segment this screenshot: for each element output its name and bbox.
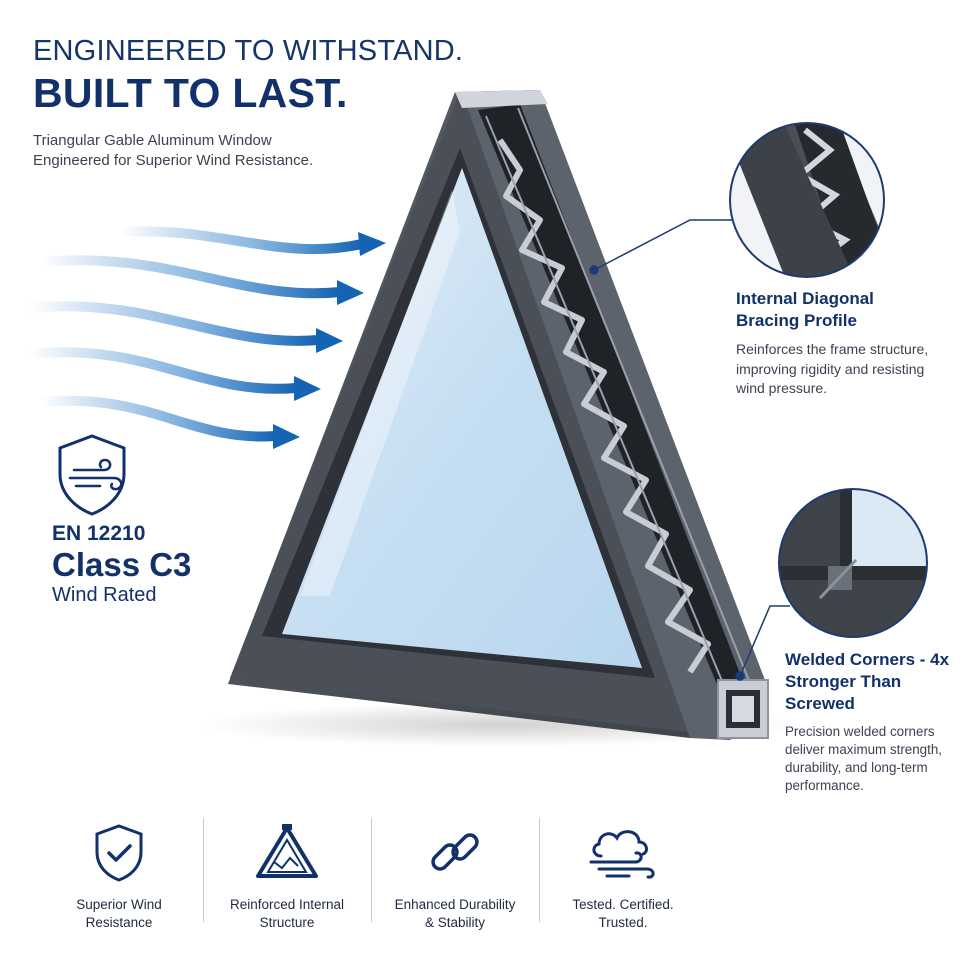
callout-bracing-description: Reinforces the frame structure, improvin… <box>736 341 929 396</box>
shield-check-icon <box>95 824 143 882</box>
rating-label: Wind Rated <box>52 584 157 606</box>
callout-lines <box>589 219 790 681</box>
wind-arrows <box>25 226 386 449</box>
headline: ENGINEERED TO WITHSTAND. BUILT TO LAST. <box>33 34 463 118</box>
callout-weld: Welded Corners - 4x Stronger Than Screwe… <box>785 649 960 795</box>
feature-label: Tested. Certified. Trusted. <box>572 897 674 930</box>
cloud-wind-icon <box>589 830 655 879</box>
triangle-window <box>228 90 769 740</box>
shield-wind-icon <box>58 434 126 516</box>
rating-standard: EN 12210 <box>52 522 146 545</box>
feature-label: Superior Wind Resistance <box>76 897 162 930</box>
callout-bracing-title: Internal Diagonal Bracing Profile <box>736 289 874 330</box>
headline-line-2: BUILT TO LAST. <box>33 70 348 116</box>
callout-bracing: Internal Diagonal Bracing Profile Reinfo… <box>736 288 936 399</box>
wind-rating-badge: EN 12210 Class C3 Wind Rated <box>52 432 232 606</box>
feature-label: Reinforced Internal Structure <box>229 897 345 930</box>
feature-row: Superior Wind Resistance Reinforced Inte… <box>35 818 715 930</box>
feature-wind-resistance: Superior Wind Resistance <box>35 818 203 930</box>
callout-weld-title: Welded Corners - 4x Stronger Than Screwe… <box>785 650 950 713</box>
chain-link-icon <box>431 833 479 871</box>
rating-class: Class C3 <box>52 546 192 583</box>
callout-weld-description: Precision welded corners deliver maximum… <box>785 724 943 793</box>
feature-internal-structure: Reinforced Internal Structure <box>203 818 371 930</box>
subtitle: Triangular Gable Aluminum Window Enginee… <box>33 132 314 169</box>
feature-durability: Enhanced Durability & Stability <box>371 818 539 930</box>
feature-label: Enhanced Durability & Stability <box>394 897 516 930</box>
bracing-detail-circle <box>729 122 885 278</box>
headline-line-1: ENGINEERED TO WITHSTAND. <box>33 35 464 67</box>
triangle-structure-icon <box>256 824 318 878</box>
weld-detail-circle <box>778 488 928 638</box>
feature-certified: Tested. Certified. Trusted. <box>539 818 707 930</box>
